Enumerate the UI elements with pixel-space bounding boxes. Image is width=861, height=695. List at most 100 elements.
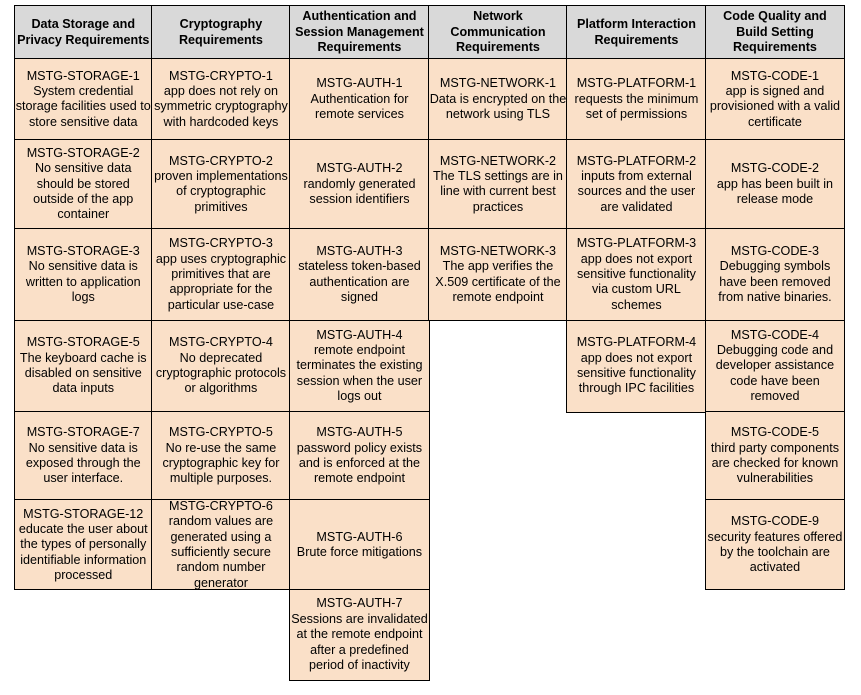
requirement-text-line: X.509 certificate of the	[435, 274, 561, 289]
requirement-text-line: session identifiers	[309, 191, 410, 206]
requirement-id: MSTG-AUTH-4	[316, 327, 403, 342]
requirement-text-line: educate the user about	[18, 521, 148, 536]
requirement-id: MSTG-AUTH-3	[316, 244, 403, 258]
requirement-text-line: from native binaries.	[718, 290, 832, 305]
requirement-text-line: signed	[340, 290, 379, 305]
requirement-id: MSTG-NETWORK-2	[439, 153, 557, 168]
header-line: Platform Interaction	[576, 17, 696, 32]
requirement-text-line: network using TLS	[445, 107, 550, 122]
requirement-text-line: with hardcoded keys	[163, 114, 279, 129]
requirement-text-line: app does not rely on	[163, 84, 279, 99]
requirement-text-line: processed	[54, 567, 113, 582]
requirement-text-line: The TLS settings are in	[432, 168, 563, 183]
header-line: Requirements	[594, 32, 679, 47]
requirement-text-line: No deprecated	[179, 350, 263, 365]
requirement-text-line: randomly generated	[303, 176, 416, 191]
header-line: Requirements	[317, 40, 402, 55]
requirement-text-line: sources and the user	[577, 184, 696, 199]
requirement-text-line: by the toolchain are	[719, 544, 830, 559]
requirement-id: MSTG-STORAGE-2	[26, 145, 140, 160]
requirement-text-line: user interface.	[43, 471, 124, 486]
requirement-text-line: Debugging symbols	[719, 259, 831, 274]
requirement-text-line: proven implementations	[154, 168, 288, 183]
requirement-text-line: random values are	[168, 514, 274, 529]
requirement-text-line: No sensitive data is	[28, 259, 138, 274]
requirement-id: MSTG-CRYPTO-5	[169, 425, 273, 440]
requirement-text-line: are checked for known	[711, 456, 839, 471]
requirement-id: MSTG-NETWORK-3	[439, 244, 557, 258]
requirement-text-line: security features offered	[707, 529, 843, 544]
requirement-text-line: cryptographic protocols	[155, 366, 287, 381]
requirement-text-line: app does not export	[580, 350, 693, 365]
requirement-text-line: password policy exists	[296, 440, 423, 455]
requirement-id: MSTG-CRYPTO-2	[169, 153, 273, 168]
requirement-id: MSTG-CRYPTO-4	[169, 335, 273, 350]
requirement-text-line: disabled on sensitive	[24, 366, 142, 381]
requirement-text-line: logs	[71, 290, 95, 305]
requirement-text-line: data inputs	[52, 381, 115, 396]
requirement-id: MSTG-STORAGE-5	[26, 335, 140, 350]
header-line: Requirements	[732, 40, 817, 55]
requirement-id: MSTG-NETWORK-1	[439, 76, 557, 91]
requirement-text-line: exposed through the	[25, 456, 141, 471]
requirement-id: MSTG-CRYPTO-6	[169, 498, 273, 513]
requirement-text-line: cryptographic key for	[162, 456, 280, 471]
requirement-text-line: No sensitive data is	[28, 440, 138, 455]
requirement-id: MSTG-CRYPTO-3	[169, 236, 273, 251]
requirement-text-line: remote endpoint	[313, 471, 405, 486]
requirement-text-line: terminates the existing	[296, 358, 423, 373]
header-line: Authentication and	[302, 9, 417, 24]
requirement-text-line: set of permissions	[585, 107, 688, 122]
requirement-text-line: multiple purposes.	[169, 471, 273, 486]
requirement-id: MSTG-STORAGE-1	[26, 68, 140, 83]
requirement-id: MSTG-CRYPTO-1	[169, 68, 273, 83]
requirement-text-line: random number	[176, 560, 266, 575]
requirement-text-line: authentication are	[309, 274, 410, 289]
requirement-text-line: logs out	[337, 389, 382, 404]
requirement-text-line: stateless token-based	[298, 259, 421, 274]
requirement-text-line: particular use-case	[167, 297, 275, 312]
requirement-text-line: primitives	[194, 199, 248, 214]
requirement-text-line: Authentication for	[310, 91, 409, 106]
header-line: Network	[473, 9, 523, 24]
requirement-id: MSTG-AUTH-7	[316, 596, 403, 611]
requirement-text-line: Brute force mitigations	[296, 544, 423, 559]
header-line: Privacy Requirements	[17, 32, 150, 47]
requirement-text-line: line with current best	[440, 184, 556, 199]
requirement-text-line: requests the minimum	[574, 91, 699, 106]
header-line: Build Setting	[736, 24, 814, 39]
requirement-text-line: store sensitive data	[28, 114, 138, 129]
requirement-text-line: appropriate for the	[169, 282, 273, 297]
requirement-text-line: outside of the app	[33, 191, 134, 206]
requirement-id: MSTG-CODE-2	[730, 161, 820, 176]
requirement-text-line: The app verifies the	[442, 259, 554, 274]
requirement-text-line: identifiable information	[20, 552, 147, 567]
requirement-text-line: third party components	[710, 440, 839, 455]
requirement-id: MSTG-AUTH-6	[316, 529, 403, 544]
requirement-text-line: at the remote endpoint	[296, 627, 423, 642]
requirement-text-line: inputs from external	[581, 168, 692, 183]
requirement-text-line: removed	[750, 389, 800, 404]
